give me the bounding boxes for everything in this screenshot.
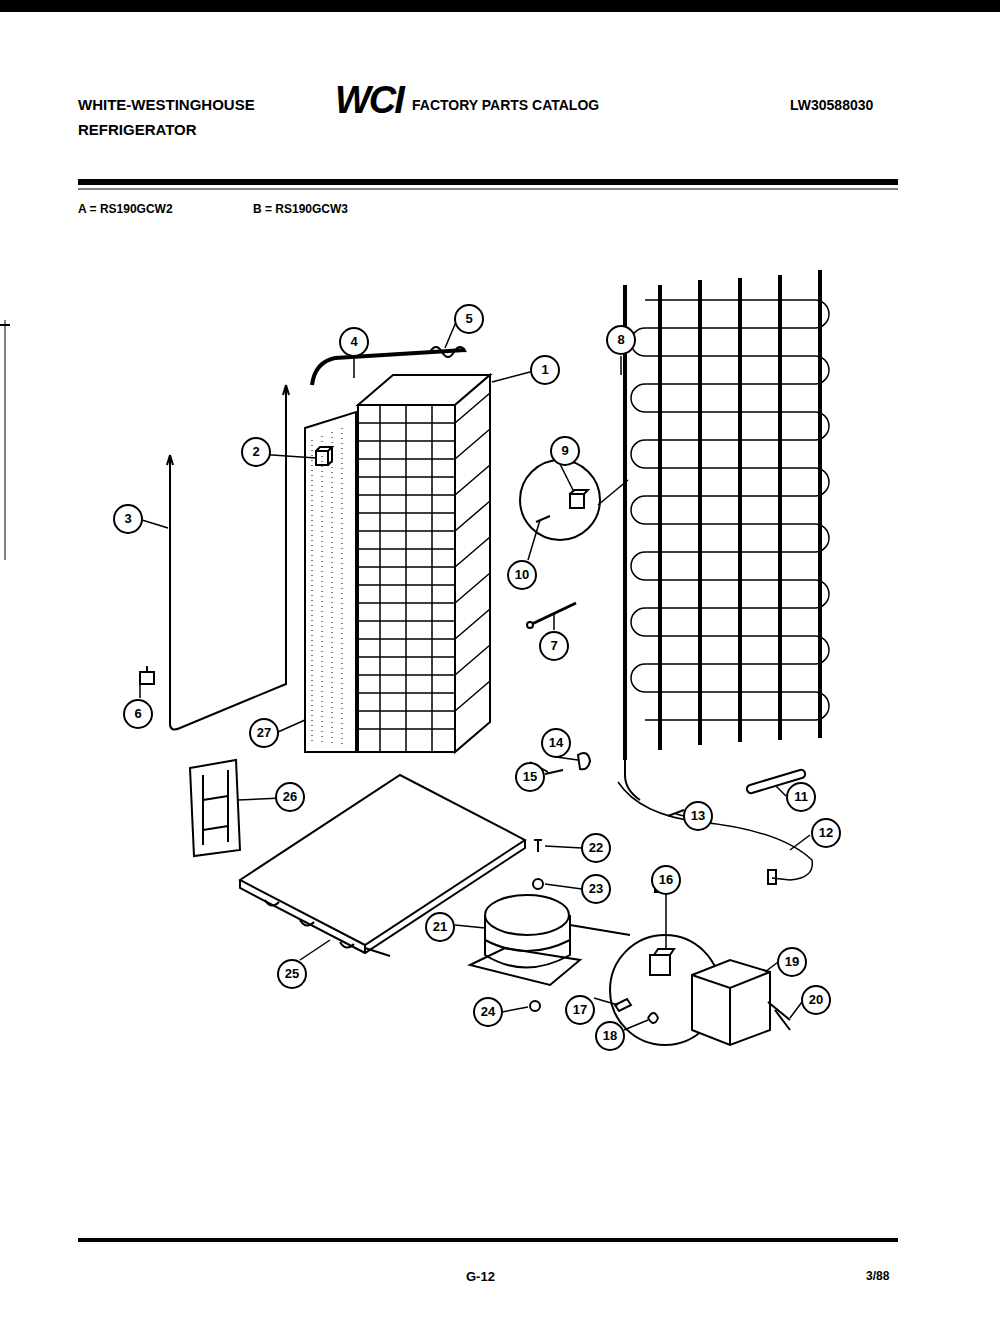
model-key: A = RS190GCW2 <box>78 203 173 216</box>
appliance-type: REFRIGERATOR <box>78 122 197 139</box>
date-code: 3/88 <box>866 1270 889 1283</box>
callout-number: 1 <box>530 355 560 385</box>
callout-number: 3 <box>113 504 143 534</box>
brand-name: WHITE-WESTINGHOUSE <box>78 97 255 114</box>
callout-number: 7 <box>539 631 569 661</box>
callout-number: 19 <box>777 947 807 977</box>
callout-number: 26 <box>275 782 305 812</box>
callout-number: 18 <box>595 1021 625 1051</box>
catalog-title: FACTORY PARTS CATALOG <box>412 98 599 113</box>
callout-number: 12 <box>811 818 841 848</box>
callout-number: 13 <box>683 801 713 831</box>
callout-number: 16 <box>651 865 681 895</box>
model-key: B = RS190GCW3 <box>253 203 348 216</box>
callout-number: 23 <box>581 874 611 904</box>
callout-number: 4 <box>339 327 369 357</box>
callout-number: 2 <box>241 437 271 467</box>
callout-number: 10 <box>507 560 537 590</box>
callout-number: 17 <box>565 995 595 1025</box>
callout-number: 6 <box>123 699 153 729</box>
callout-number: 25 <box>277 959 307 989</box>
callout-number: 14 <box>541 728 571 758</box>
callout-number: 11 <box>786 782 816 812</box>
page-number: G-12 <box>466 1270 495 1284</box>
callout-number: 8 <box>606 325 636 355</box>
callout-number: 24 <box>473 997 503 1027</box>
callout-number: 22 <box>581 833 611 863</box>
logo-text: WCI <box>335 80 403 122</box>
catalog-number: LW30588030 <box>790 98 873 113</box>
callout-number: 5 <box>454 304 484 334</box>
callout-number: 27 <box>249 718 279 748</box>
callout-number: 9 <box>550 436 580 466</box>
callout-number: 21 <box>425 912 455 942</box>
callout-number: 20 <box>801 985 831 1015</box>
callout-number: 15 <box>515 762 545 792</box>
